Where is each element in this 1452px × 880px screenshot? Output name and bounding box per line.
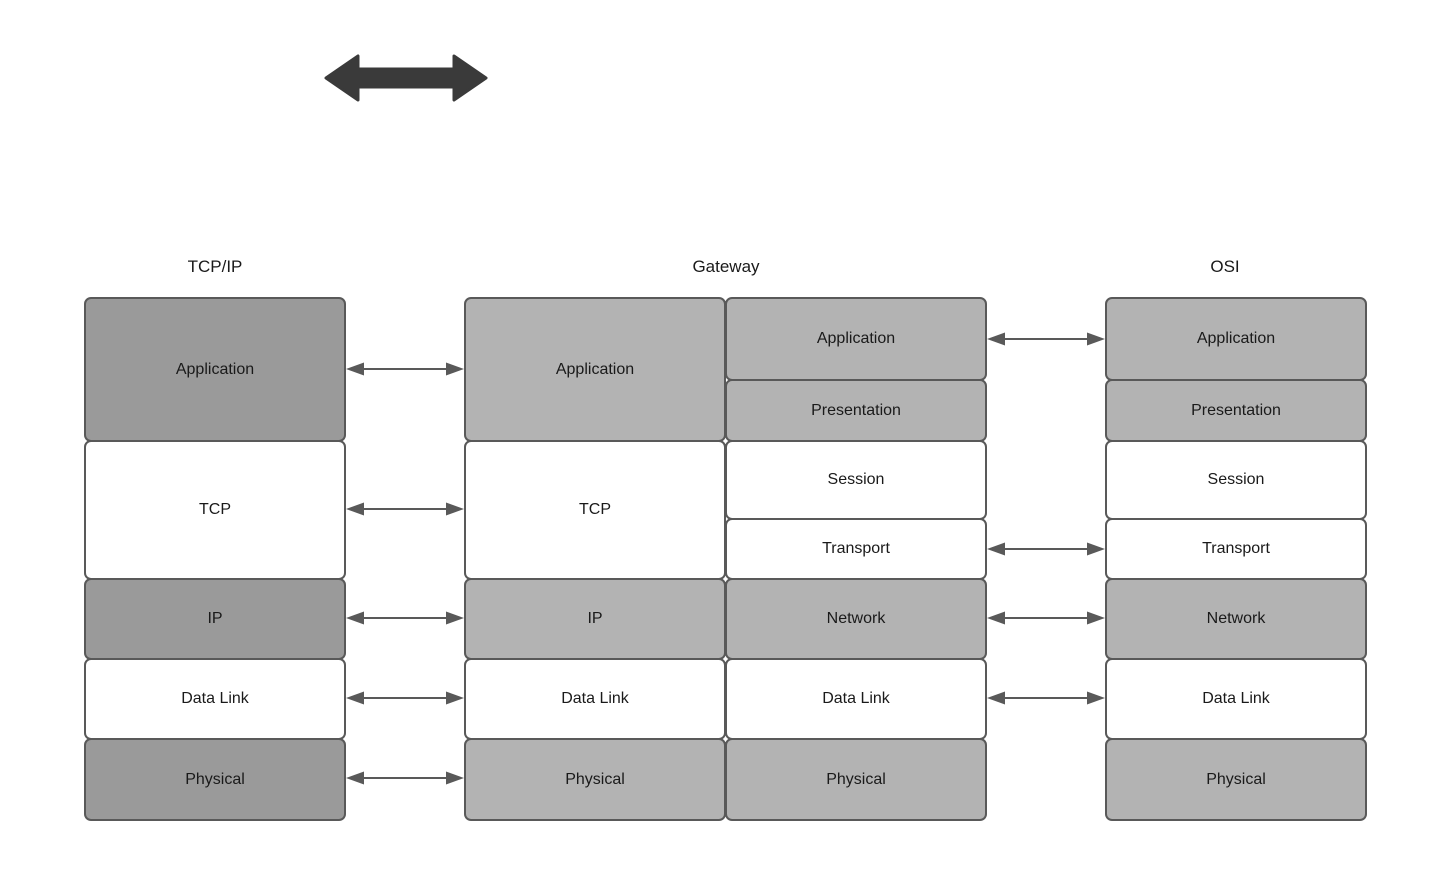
column-header-osi: OSI xyxy=(1210,257,1240,276)
gateway-right-layer-session[interactable]: Session xyxy=(725,440,987,520)
connector-gateway-osi-application xyxy=(987,330,1105,348)
osi-layer-physical[interactable]: Physical xyxy=(1105,738,1367,821)
column-header-tcpip: TCP/IP xyxy=(187,257,243,276)
tcpip-layer-tcp[interactable]: TCP xyxy=(84,440,346,580)
tcpip-layer-data-link[interactable]: Data Link xyxy=(84,658,346,740)
connector-gateway-osi-data-link xyxy=(987,689,1105,707)
tcpip-layer-application[interactable]: Application xyxy=(84,297,346,442)
connector-tcpip-gateway-data-link xyxy=(346,689,464,707)
gateway-right-layer-presentation[interactable]: Presentation xyxy=(725,379,987,442)
gateway-left-layer-application[interactable]: Application xyxy=(464,297,726,442)
osi-layer-data-link[interactable]: Data Link xyxy=(1105,658,1367,740)
connector-gateway-osi-transport xyxy=(987,540,1105,558)
connector-tcpip-gateway-physical xyxy=(346,769,464,787)
connector-gateway-osi-network xyxy=(987,609,1105,627)
tcpip-layer-ip[interactable]: IP xyxy=(84,578,346,660)
gateway-left-layer-ip[interactable]: IP xyxy=(464,578,726,660)
gateway-right-layer-network[interactable]: Network xyxy=(725,578,987,660)
gateway-left-layer-tcp[interactable]: TCP xyxy=(464,440,726,580)
bidirectional-arrow-icon xyxy=(320,48,492,108)
column-header-gateway: Gateway xyxy=(692,257,760,276)
osi-layer-session[interactable]: Session xyxy=(1105,440,1367,520)
gateway-right-layer-physical[interactable]: Physical xyxy=(725,738,987,821)
osi-layer-transport[interactable]: Transport xyxy=(1105,518,1367,580)
gateway-left-layer-physical[interactable]: Physical xyxy=(464,738,726,821)
gateway-right-layer-data-link[interactable]: Data Link xyxy=(725,658,987,740)
osi-layer-network[interactable]: Network xyxy=(1105,578,1367,660)
tcpip-layer-physical[interactable]: Physical xyxy=(84,738,346,821)
osi-layer-application[interactable]: Application xyxy=(1105,297,1367,381)
gateway-right-layer-application[interactable]: Application xyxy=(725,297,987,381)
connector-tcpip-gateway-tcp xyxy=(346,500,464,518)
gateway-left-layer-data-link[interactable]: Data Link xyxy=(464,658,726,740)
connector-tcpip-gateway-ip xyxy=(346,609,464,627)
gateway-right-layer-transport[interactable]: Transport xyxy=(725,518,987,580)
osi-layer-presentation[interactable]: Presentation xyxy=(1105,379,1367,442)
connector-tcpip-gateway-application xyxy=(346,360,464,378)
